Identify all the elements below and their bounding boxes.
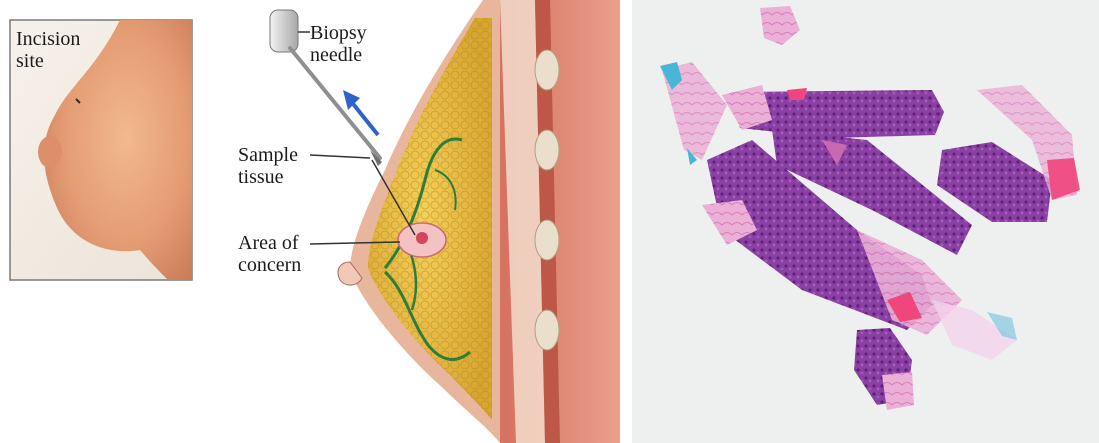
core-biopsy-histology-image bbox=[632, 0, 1099, 443]
incision-site-label: Incision site bbox=[16, 28, 80, 72]
incision-site-panel: Incision site bbox=[0, 0, 200, 443]
histology-slide-panel bbox=[632, 0, 1099, 443]
biopsy-needle-label: Biopsy needle bbox=[310, 22, 367, 66]
area-of-concern-label: Area of concern bbox=[238, 232, 301, 276]
biopsy-anatomy-panel: Biopsy needle Sample tissue Area of conc… bbox=[200, 0, 620, 443]
breast-cross-section-illustration bbox=[200, 0, 620, 443]
sample-tissue-label: Sample tissue bbox=[238, 144, 298, 188]
